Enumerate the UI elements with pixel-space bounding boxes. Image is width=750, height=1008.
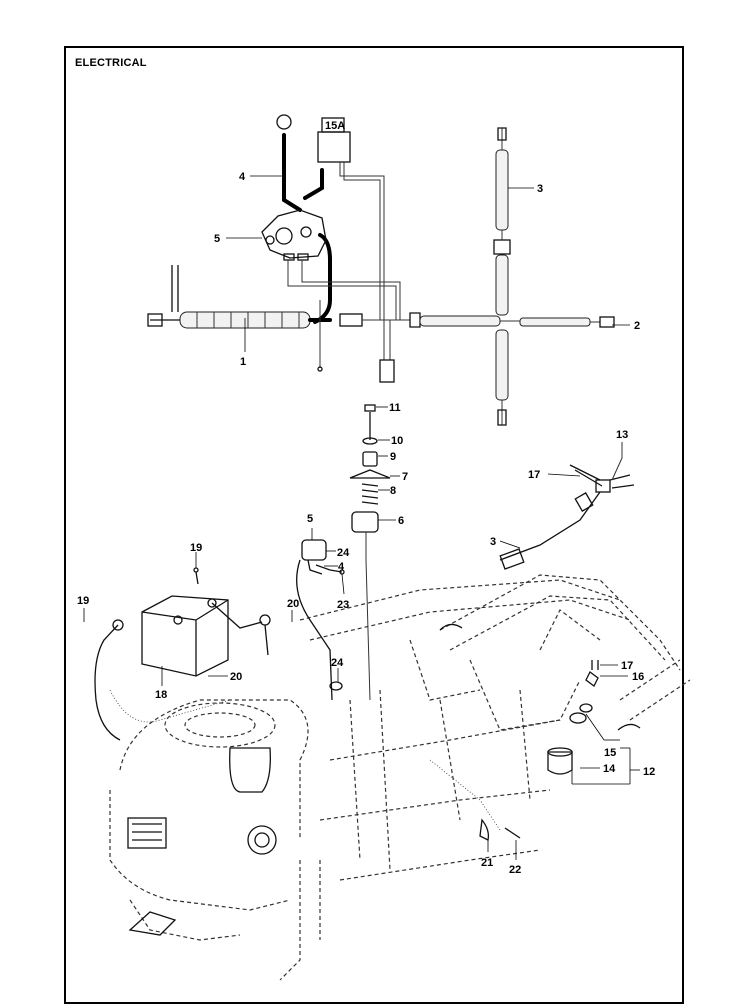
solenoid-mounted bbox=[296, 539, 345, 701]
callout-21: 21 bbox=[481, 857, 493, 869]
engine-assembly bbox=[109, 699, 309, 941]
battery bbox=[94, 567, 271, 741]
callout-3a: 3 bbox=[537, 183, 543, 195]
callout-1: 1 bbox=[240, 356, 246, 368]
callout-18: 18 bbox=[155, 689, 167, 701]
callout-22: 22 bbox=[509, 864, 521, 876]
callout-2: 2 bbox=[634, 320, 640, 332]
harness-branch-3 bbox=[493, 127, 511, 426]
callout-12: 12 bbox=[643, 766, 655, 778]
starter-solenoid bbox=[261, 209, 401, 320]
callout-24a: 24 bbox=[337, 547, 350, 559]
callout-4a: 4 bbox=[239, 171, 246, 183]
page-title: ELECTRICAL bbox=[75, 57, 147, 69]
chassis-frame bbox=[279, 574, 691, 981]
callout-15: 15 bbox=[604, 747, 616, 759]
seat-switch-stack bbox=[349, 404, 391, 701]
callout-14: 14 bbox=[603, 763, 616, 775]
callouts: 1 2 3 3 4 4 5 5 6 7 8 9 10 11 12 13 14 1… bbox=[77, 171, 655, 876]
callout-16: 16 bbox=[632, 671, 644, 683]
callout-10: 10 bbox=[391, 435, 403, 447]
leader-lines bbox=[83, 175, 640, 860]
callout-8: 8 bbox=[390, 485, 396, 497]
callout-20b: 20 bbox=[230, 671, 242, 683]
callout-13: 13 bbox=[616, 429, 628, 441]
callout-6: 6 bbox=[398, 515, 404, 527]
callout-17a: 17 bbox=[528, 469, 540, 481]
callout-19a: 19 bbox=[190, 542, 202, 554]
callout-3b: 3 bbox=[490, 536, 496, 548]
callout-7: 7 bbox=[402, 471, 408, 483]
callout-24b: 24 bbox=[331, 657, 344, 669]
callout-20a: 20 bbox=[287, 598, 299, 610]
callout-11: 11 bbox=[389, 402, 401, 414]
fuse-holder: 15A bbox=[317, 117, 385, 320]
callout-19b: 19 bbox=[77, 595, 89, 607]
svg-text:15A: 15A bbox=[325, 120, 345, 132]
callout-17b: 17 bbox=[621, 660, 633, 672]
callout-4b: 4 bbox=[338, 561, 345, 573]
safety-switch-harness bbox=[499, 457, 635, 570]
callout-9: 9 bbox=[390, 451, 396, 463]
wire-harness-assembly: 15A bbox=[147, 114, 615, 426]
callout-5b: 5 bbox=[307, 513, 313, 525]
harness-main-sheath bbox=[147, 265, 615, 329]
callout-5a: 5 bbox=[214, 233, 220, 245]
frame-hardware bbox=[109, 660, 599, 841]
diagram-frame bbox=[64, 46, 684, 1004]
callout-23: 23 bbox=[337, 599, 349, 611]
